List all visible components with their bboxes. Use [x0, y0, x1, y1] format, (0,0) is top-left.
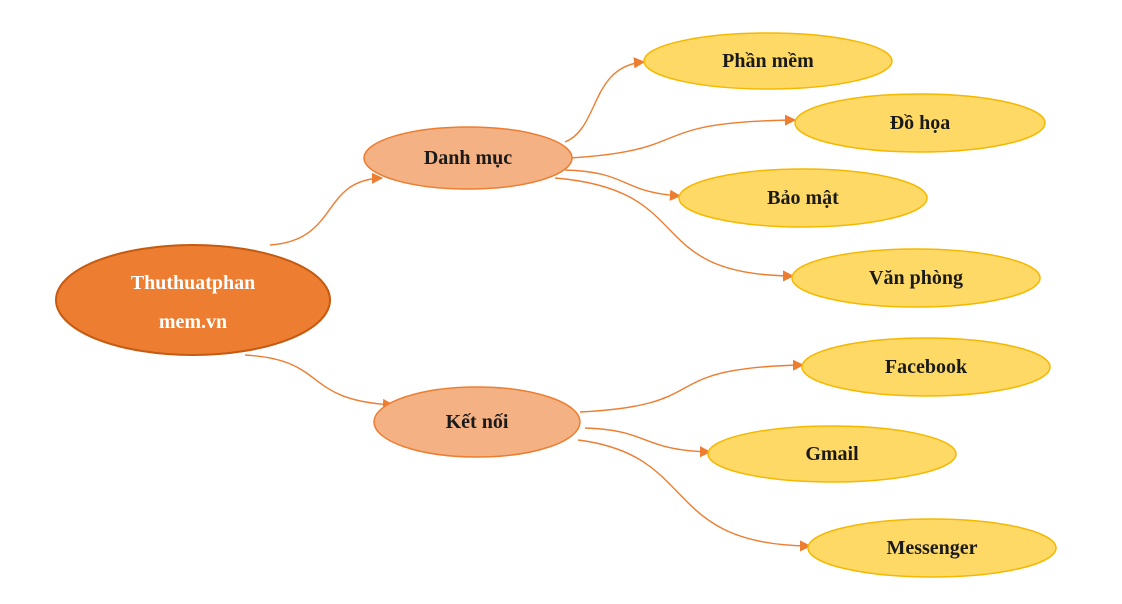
- leaf-label-facebook: Facebook: [885, 356, 968, 378]
- connector-root-danh-muc: [269, 172, 384, 246]
- leaf-label-van-phong: Văn phòng: [869, 267, 963, 289]
- root-node: Thuthuatphan mem.vn: [55, 244, 331, 356]
- connector-danh-muc-bao-mat: [564, 169, 682, 201]
- leaf-node-phan-mem: Phần mềm: [643, 32, 893, 90]
- connector-danh-muc-phan-mem: [564, 57, 646, 143]
- leaf-label-bao-mat: Bảo mật: [767, 187, 839, 209]
- root-label-line2: mem.vn: [159, 311, 227, 333]
- leaf-node-gmail: Gmail: [707, 425, 957, 483]
- connector-ket-noi-gmail: [584, 427, 712, 458]
- leaf-label-messenger: Messenger: [886, 537, 977, 559]
- branch-label-ket-noi: Kết nối: [446, 411, 509, 433]
- leaf-node-do-hoa: Đồ họa: [794, 93, 1046, 153]
- connector-root-ket-noi: [244, 354, 395, 411]
- connector-ket-noi-facebook: [579, 359, 805, 413]
- leaf-node-messenger: Messenger: [807, 518, 1057, 578]
- leaf-node-van-phong: Văn phòng: [791, 248, 1041, 308]
- branch-node-danh-muc: Danh mục: [363, 126, 573, 190]
- branch-label-danh-muc: Danh mục: [424, 147, 512, 169]
- leaf-node-bao-mat: Bảo mật: [678, 168, 928, 228]
- leaf-label-phan-mem: Phần mềm: [722, 50, 814, 72]
- leaf-label-do-hoa: Đồ họa: [890, 112, 951, 134]
- branch-node-ket-noi: Kết nối: [373, 386, 581, 458]
- leaf-node-facebook: Facebook: [801, 337, 1051, 397]
- leaf-label-gmail: Gmail: [805, 443, 859, 465]
- connector-danh-muc-van-phong: [554, 177, 795, 282]
- connector-danh-muc-do-hoa: [569, 114, 797, 159]
- root-label-line1: Thuthuatphan: [131, 272, 256, 294]
- connector-ket-noi-messenger: [577, 439, 812, 552]
